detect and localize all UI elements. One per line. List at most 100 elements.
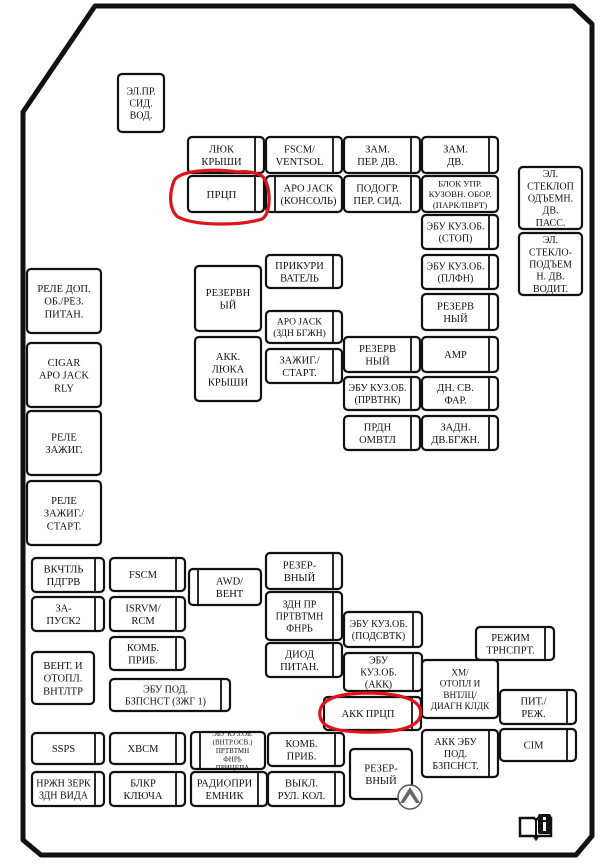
fuse-label: ЗАМ.ДВ.	[443, 144, 468, 168]
fuse-label: ЭБУ КУЗ.ОБ.(СТОП)	[427, 221, 485, 244]
fuse-prcp-top: ПРЦП	[186, 174, 266, 214]
fuse-komb-prib-1: КОМБ.ПРИБ.	[108, 635, 187, 672]
fuse-label: ЭБУ КУЗ.ОБ.(ПРВТНК)	[349, 383, 407, 406]
fuse-label: ЭБУ КУЗ.ОБ.(ПЛФН)	[427, 261, 485, 284]
fuse-label: ПОДОГР.ПЕР. СИД.	[353, 183, 401, 207]
fuse-rezervny-low: РЕЗЕР-ВНЫЙ	[264, 551, 344, 591]
fuse-label: ПРЦП	[207, 189, 237, 201]
fuse-label: FSCM/VENTSOL	[276, 144, 324, 168]
fuse-aro-jack-zdn: АРО JACK(ЗДН БГЖН)	[264, 309, 344, 345]
fuse-label: ЗАМ.ПЕР. ДВ.	[357, 144, 398, 168]
fuse-vykl-rul-kol: ВЫКЛ.РУЛ. КОЛ.	[266, 770, 346, 808]
fuse-aro-jack-konsol: АРО JACK(КОНСОЛЬ)	[264, 174, 344, 214]
fuse-label: FSCM	[129, 570, 158, 581]
watermark-logo-icon	[397, 784, 423, 810]
fuse-label: CIM	[524, 741, 545, 752]
fuse-label: КОМБ.ПРИБ.	[285, 739, 317, 763]
fuse-label: ЗАДН.ДВ.БГЖН.	[431, 422, 480, 446]
fuse-ebu-pod-bzpsnst: ЭБУ ПОД.БЗПСНСТ (ЗЖГ 1)	[108, 677, 232, 713]
fuse-label: ВЫКЛ.РУЛ. КОЛ.	[278, 778, 326, 802]
fuse-label: АРО JACK(ЗДН БГЖН)	[273, 318, 326, 340]
fuse-zam-per-dv: ЗАМ.ПЕР. ДВ.	[342, 135, 422, 175]
fuse-isrvm-rcm: ISRVM/RCM	[108, 595, 187, 633]
fuse-rele-dop: РЕЛЕ ДОП.ОБ./РЕЗ.ПИТАН.	[25, 267, 103, 335]
fuse-panel-outline	[20, 3, 595, 858]
fuse-zam-dv: ЗАМ.ДВ.	[420, 135, 500, 175]
fuse-label: РЕЛЕ ДОП.ОБ./РЕЗ.ПИТАН.	[37, 284, 90, 321]
highlight-mark-prcp	[169, 168, 271, 226]
fuse-akk-prcp: АКК ПРЦП	[322, 695, 423, 732]
fuse-label: ЭБУ ПОД.БЗПСНСТ (ЗЖГ 1)	[125, 684, 206, 707]
fuse-ebu-kuz-stop: ЭБУ КУЗ.ОБ.(СТОП)	[420, 213, 500, 251]
fuse-cim: CIM	[498, 727, 578, 763]
fuse-ebu-kuz-prvtnk: ЭБУ КУЗ.ОБ.(ПРВТНК)	[342, 375, 422, 412]
fuse-label: SSPS	[52, 744, 76, 755]
fuse-label: ПИТ./РЕЖ.	[520, 696, 546, 720]
fuse-label: АКК ПРЦП	[342, 709, 395, 720]
fuse-el-pr-sid-vod: ЭЛ.ПР.СИД.ВОД.	[116, 72, 166, 134]
fuse-label: РЕЗЕР-ВНЫЙ	[283, 560, 317, 584]
fuse-ebu-kuz-plfn: ЭБУ КУЗ.ОБ.(ПЛФН)	[420, 253, 500, 291]
fuse-rezervny-bottom: РЕЗЕР-ВНЫЙ	[348, 747, 414, 801]
fuse-label: БЛОК УПР.КУЗОВН. ОБОР.(ПАРК/ПВРТ)	[429, 178, 492, 209]
fuse-ssps: SSPS	[30, 731, 106, 766]
fuse-label: ЭБУ КУЗ.ОБ.(ПОДСВТК)	[350, 619, 408, 642]
fuse-za-pusk2: ЗА-ПУСК2	[30, 595, 106, 633]
fuse-fscm: FSCM	[108, 556, 187, 593]
fuse-komb-prib-2: КОМБ.ПРИБ.	[266, 731, 346, 768]
fuse-label: АРО JACK(КОНСОЛЬ)	[280, 183, 337, 207]
fuse-label: ЭЛ.ПР.СИД.ВОД.	[126, 86, 155, 121]
fuse-pit-rezh: ПИТ./РЕЖ.	[498, 688, 578, 726]
fuse-podogr-per-sid: ПОДОГР.ПЕР. СИД.	[342, 174, 422, 214]
fuse-fscm-ventsol: FSCM/VENTSOL	[264, 135, 344, 175]
fuse-label: КОМБ.ПРИБ.	[127, 643, 159, 667]
fuse-ebu-kuz-podsvtk: ЭБУ КУЗ.ОБ.(ПОДСВТК)	[342, 610, 424, 649]
fuse-label: ISRVM/RCM	[125, 603, 160, 627]
fuse-dn-sv-far: ДН. СВ.ФАР.	[420, 375, 500, 412]
fuse-label: AWD/ВЕНТ	[216, 576, 244, 600]
manual-book-icon	[518, 814, 553, 842]
highlight-mark-akk-prcp	[318, 691, 423, 734]
fuse-xbcm: XBCM	[108, 731, 187, 766]
